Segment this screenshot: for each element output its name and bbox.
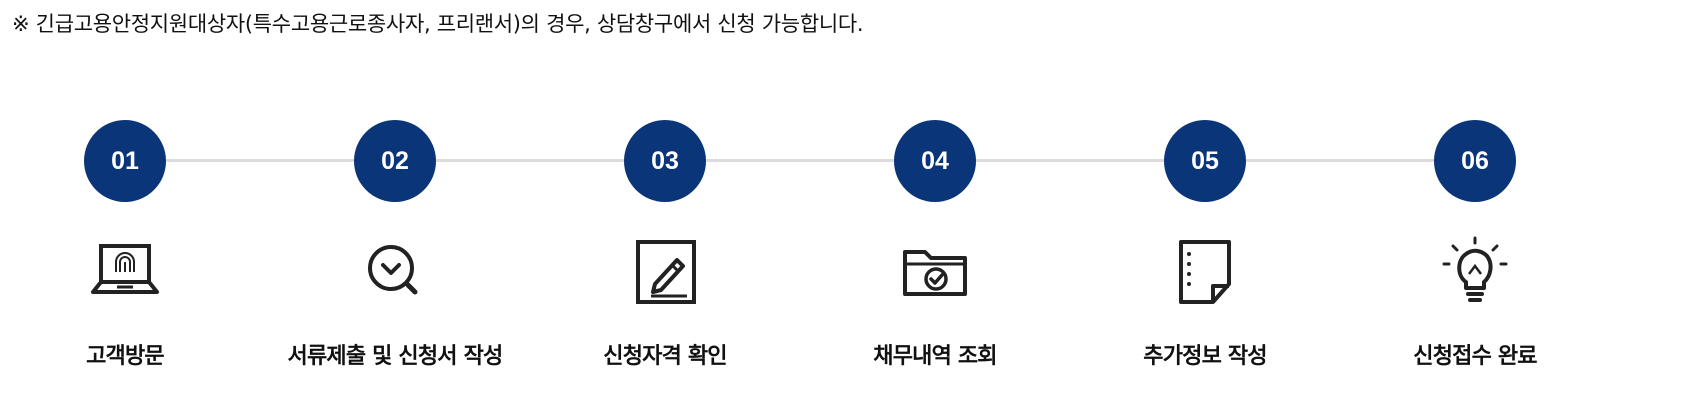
step-label: 추가정보 작성	[1143, 344, 1267, 369]
folder-check-icon	[903, 250, 967, 296]
step-label: 신청접수 완료	[1413, 344, 1537, 369]
step-connector	[166, 159, 356, 162]
step-1: 01 고객방문	[0, 120, 265, 370]
step-label: 신청자격 확인	[603, 344, 727, 369]
step-number: 03	[624, 120, 706, 202]
document-page-icon	[1179, 240, 1231, 304]
step-number: 02	[354, 120, 436, 202]
step-connector	[706, 159, 896, 162]
step-number: 04	[894, 120, 976, 202]
step-connector	[436, 159, 626, 162]
step-connector	[976, 159, 1166, 162]
step-4: 04 채무내역 조회	[795, 120, 1075, 370]
notice-text: ※ 긴급고용안정지원대상자(특수고용근로종사자, 프리랜서)의 경우, 상담창구…	[12, 12, 864, 36]
step-number: 01	[84, 120, 166, 202]
step-label: 고객방문	[86, 344, 165, 369]
step-label: 서류제출 및 신청서 작성	[287, 344, 504, 369]
lightbulb-icon	[1442, 236, 1508, 302]
step-label: 채무내역 조회	[873, 344, 997, 369]
step-number: 06	[1434, 120, 1516, 202]
step-3: 03 신청자격 확인	[525, 120, 805, 370]
step-6: 06 신청접수 완료	[1335, 120, 1615, 370]
document-pen-icon	[636, 240, 696, 304]
laptop-fingerprint-icon	[91, 244, 159, 294]
step-number: 05	[1164, 120, 1246, 202]
step-2: 02 서류제출 및 신청서 작성	[255, 120, 535, 370]
step-5: 05 추가정보 작성	[1065, 120, 1345, 370]
step-connector	[1246, 159, 1436, 162]
magnifier-check-icon	[368, 245, 418, 295]
